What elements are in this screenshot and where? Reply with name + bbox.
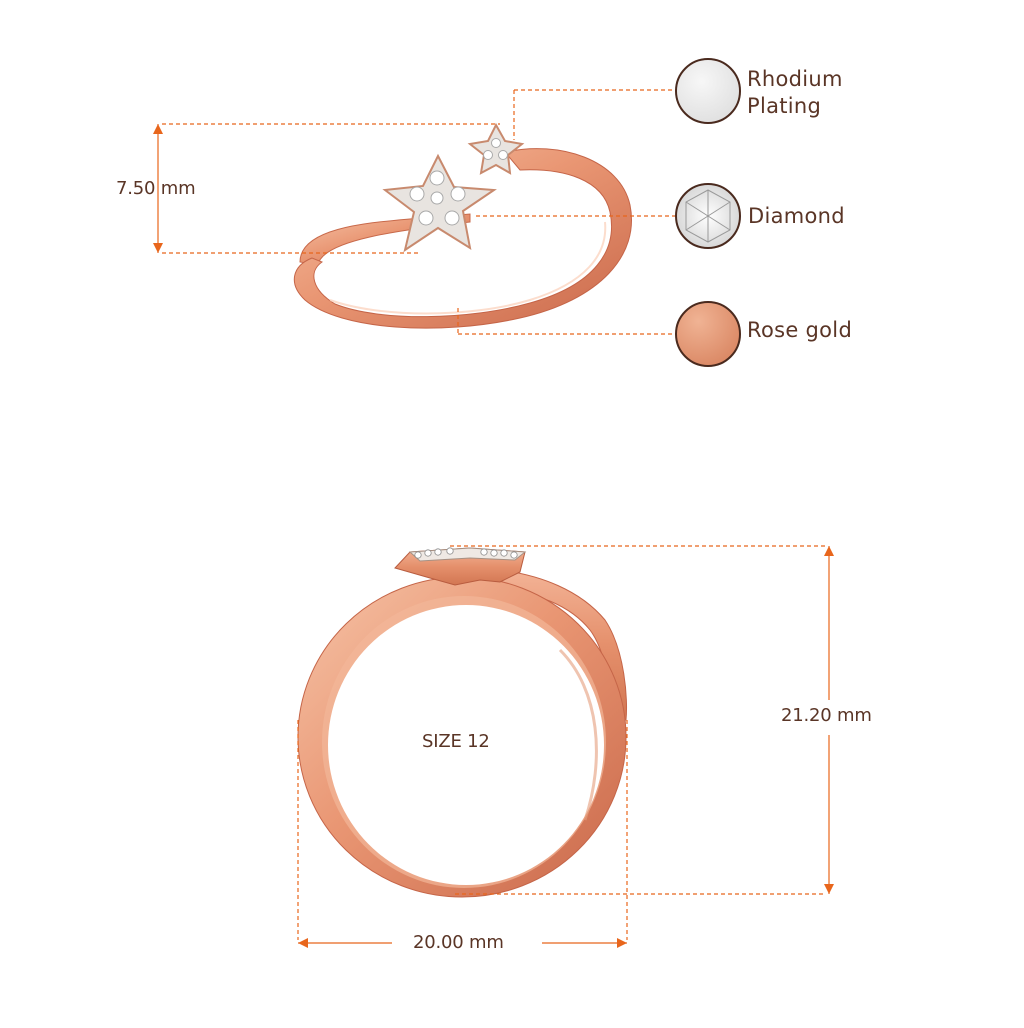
rhodium-label-line1: Rhodium xyxy=(747,67,843,91)
rhodium-swatch xyxy=(675,58,741,124)
top-ring-band xyxy=(293,148,632,329)
top-ring-illustration xyxy=(293,122,632,329)
rhodium-label: Rhodium Plating xyxy=(747,66,843,120)
top-ring-small-star xyxy=(467,122,525,175)
bottom-ring-stars xyxy=(394,547,527,586)
bottom-dimension-arrows xyxy=(298,546,834,948)
rose-gold-swatch xyxy=(675,301,741,367)
top-ring-small-star-diamonds xyxy=(483,138,508,160)
rose-gold-label: Rose gold xyxy=(747,318,853,342)
diamond-swatch xyxy=(675,183,741,249)
top-dimension-arrows xyxy=(153,124,163,253)
width-label: 20.00 mm xyxy=(413,932,504,953)
bottom-ring-illustration xyxy=(297,547,628,898)
bottom-ring-hole xyxy=(328,605,604,885)
top-height-label: 7.50 mm xyxy=(116,178,196,199)
size-label: SIZE 12 xyxy=(422,731,490,752)
material-swatches xyxy=(675,58,741,367)
diamond-label: Diamond xyxy=(748,204,845,228)
rhodium-label-line2: Plating xyxy=(747,94,822,118)
top-ring-big-star-diamonds xyxy=(409,170,466,226)
top-dimension-lines xyxy=(157,89,676,335)
total-height-label: 21.20 mm xyxy=(781,705,872,726)
bottom-dimension-lines xyxy=(297,545,830,944)
top-ring-band-shine xyxy=(329,221,607,315)
